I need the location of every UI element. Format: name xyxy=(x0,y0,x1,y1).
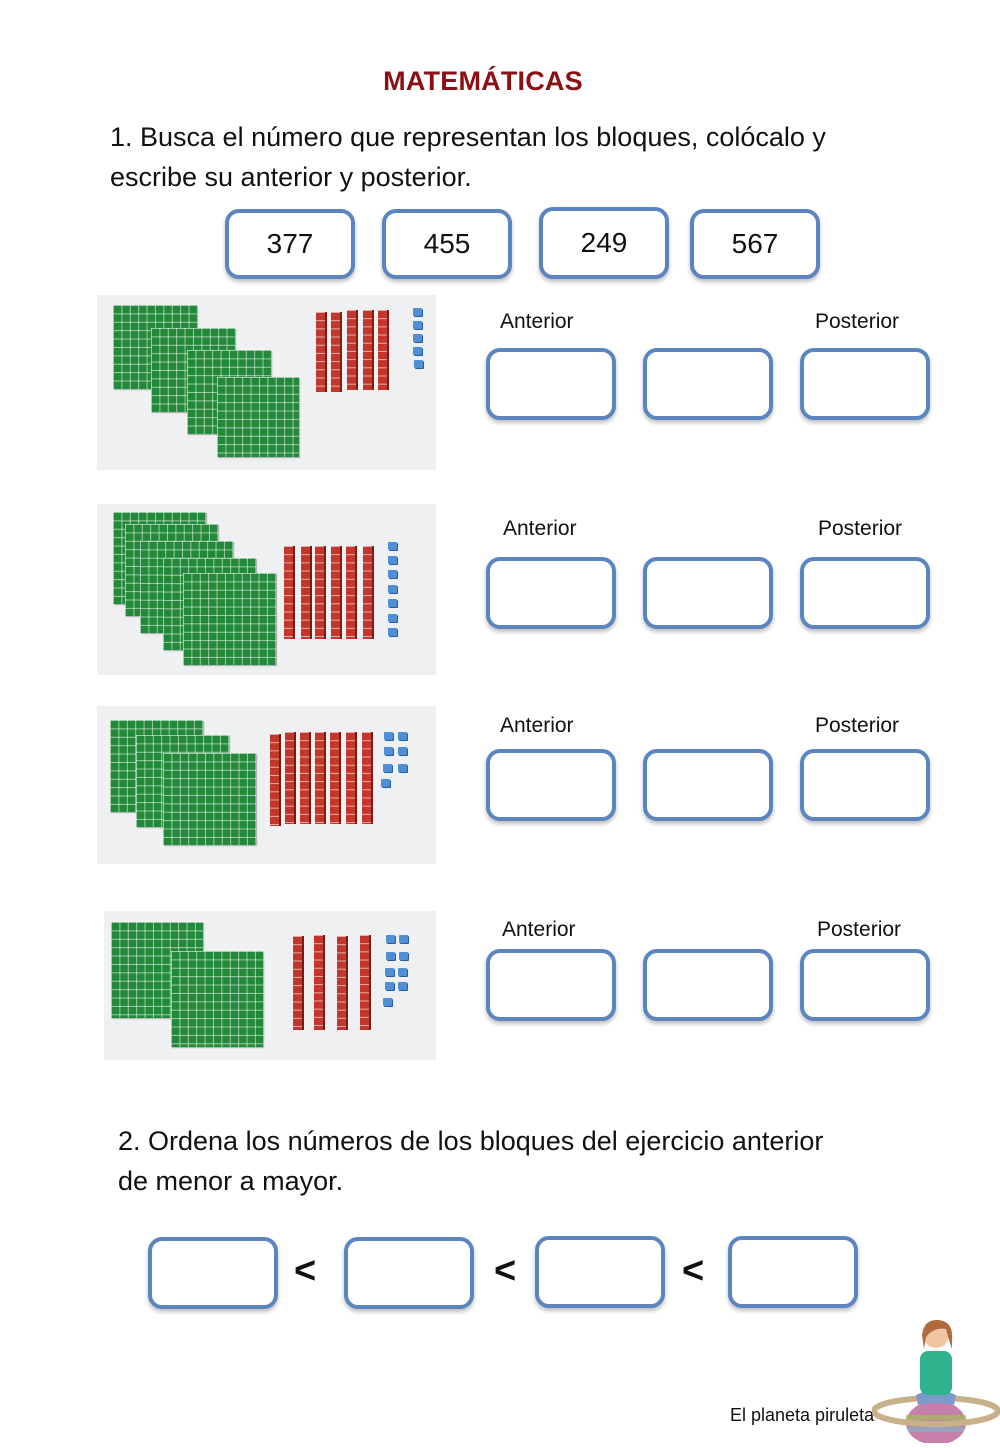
hundred-flat-icon xyxy=(217,377,299,457)
row-4-anterior-input[interactable] xyxy=(486,949,616,1021)
less-than-sign: < xyxy=(294,1250,317,1292)
ten-rod-icon xyxy=(270,734,279,826)
ten-rod-icon xyxy=(363,310,372,390)
row-3-anterior-input[interactable] xyxy=(486,749,616,821)
unit-cube-icon xyxy=(381,779,390,787)
unit-cube-icon xyxy=(386,952,395,960)
unit-cube-icon xyxy=(388,570,397,578)
base-ten-blocks-row-2 xyxy=(97,504,436,675)
row-1-number-input[interactable] xyxy=(643,348,773,420)
unit-cube-icon xyxy=(388,614,397,622)
unit-cube-icon xyxy=(388,556,397,564)
ten-rod-icon xyxy=(293,936,302,1030)
unit-cube-icon xyxy=(388,585,397,593)
order-slot-2[interactable] xyxy=(344,1237,474,1309)
unit-cube-icon xyxy=(383,764,392,772)
exercise-1-instruction: 1. Busca el número que representan los b… xyxy=(110,117,826,197)
ten-rod-icon xyxy=(347,310,356,390)
unit-cube-icon xyxy=(384,747,393,755)
order-slot-3[interactable] xyxy=(535,1236,665,1308)
unit-cube-icon xyxy=(413,334,422,342)
number-card-567[interactable]: 567 xyxy=(690,209,820,279)
row-2-posterior-input[interactable] xyxy=(800,557,930,629)
unit-cube-icon xyxy=(388,628,397,636)
label-posterior: Posterior xyxy=(815,310,900,333)
unit-cube-icon xyxy=(413,321,422,329)
row-4-posterior-input[interactable] xyxy=(800,949,930,1021)
ten-rod-icon xyxy=(346,546,355,639)
row-3-posterior-input[interactable] xyxy=(800,749,930,821)
ten-rod-icon xyxy=(301,546,310,639)
unit-cube-icon xyxy=(388,599,397,607)
ten-rod-icon xyxy=(316,312,325,392)
hundred-flat-icon xyxy=(171,951,263,1047)
row-2-number-input[interactable] xyxy=(643,557,773,629)
row-2-anterior-input[interactable] xyxy=(486,557,616,629)
row-3-number-input[interactable] xyxy=(643,749,773,821)
number-card-455[interactable]: 455 xyxy=(382,209,512,279)
ten-rod-icon xyxy=(315,732,324,824)
unit-cube-icon xyxy=(398,968,407,976)
instruction-line: 1. Busca el número que representan los b… xyxy=(110,122,826,152)
ten-rod-icon xyxy=(363,546,372,639)
base-ten-blocks-row-1 xyxy=(97,295,436,470)
ten-rod-icon xyxy=(337,936,346,1030)
label-posterior: Posterior xyxy=(818,517,903,540)
ten-rod-icon xyxy=(285,732,294,824)
ten-rod-icon xyxy=(300,732,309,824)
label-posterior: Posterior xyxy=(817,918,902,941)
unit-cube-icon xyxy=(398,982,407,990)
unit-cube-icon xyxy=(384,732,393,740)
ten-rod-icon xyxy=(284,546,293,639)
ten-rod-icon xyxy=(330,732,339,824)
unit-cube-icon xyxy=(398,764,407,772)
unit-cube-icon xyxy=(399,935,408,943)
ten-rod-icon xyxy=(314,935,323,1030)
unit-cube-icon xyxy=(414,360,423,368)
order-slot-4[interactable] xyxy=(728,1236,858,1308)
label-anterior: Anterior xyxy=(500,714,574,737)
ten-rod-icon xyxy=(362,732,371,824)
label-posterior: Posterior xyxy=(815,714,900,737)
unit-cube-icon xyxy=(398,747,407,755)
unit-cube-icon xyxy=(383,998,392,1006)
unit-cube-icon xyxy=(386,935,395,943)
row-1-anterior-input[interactable] xyxy=(486,348,616,420)
unit-cube-icon xyxy=(413,308,422,316)
unit-cube-icon xyxy=(413,347,422,355)
unit-cube-icon xyxy=(385,968,394,976)
unit-cube-icon xyxy=(388,542,397,550)
instruction-line: de menor a mayor. xyxy=(118,1166,344,1196)
instruction-line: 2. Ordena los números de los bloques del… xyxy=(118,1126,824,1156)
exercise-2-instruction: 2. Ordena los números de los bloques del… xyxy=(118,1121,823,1201)
unit-cube-icon xyxy=(385,982,394,990)
base-ten-blocks-row-3 xyxy=(97,706,436,864)
order-slot-1[interactable] xyxy=(148,1237,278,1309)
number-card-377[interactable]: 377 xyxy=(225,209,355,279)
ten-rod-icon xyxy=(331,312,340,392)
base-ten-blocks-row-4 xyxy=(104,911,436,1060)
ten-rod-icon xyxy=(360,935,369,1030)
footer-credit: El planeta piruleta xyxy=(730,1405,875,1425)
unit-cube-icon xyxy=(399,952,408,960)
page-title: MATEMÁTICAS xyxy=(383,66,583,96)
hundred-flat-icon xyxy=(183,573,276,665)
ten-rod-icon xyxy=(346,732,355,824)
row-1-posterior-input[interactable] xyxy=(800,348,930,420)
number-card-249[interactable]: 249 xyxy=(539,207,669,279)
label-anterior: Anterior xyxy=(500,310,574,333)
row-4-number-input[interactable] xyxy=(643,949,773,1021)
instruction-line: escribe su anterior y posterior. xyxy=(110,162,472,192)
ten-rod-icon xyxy=(331,546,340,639)
ten-rod-icon xyxy=(378,310,387,390)
ten-rod-icon xyxy=(315,546,324,639)
less-than-sign: < xyxy=(682,1250,705,1292)
less-than-sign: < xyxy=(494,1250,517,1292)
label-anterior: Anterior xyxy=(503,517,577,540)
hundred-flat-icon xyxy=(163,753,256,845)
unit-cube-icon xyxy=(398,732,407,740)
girl-on-planet-icon xyxy=(871,1315,1000,1445)
label-anterior: Anterior xyxy=(502,918,576,941)
